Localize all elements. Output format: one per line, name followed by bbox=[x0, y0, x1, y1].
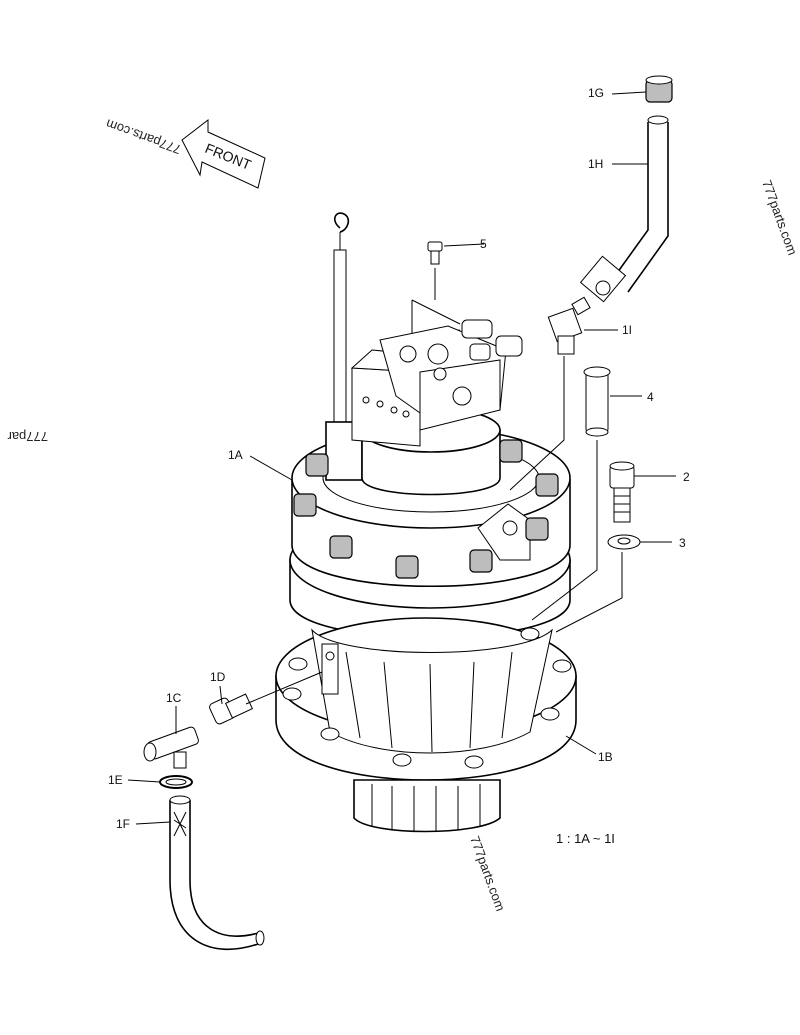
part-1F-hose bbox=[169, 795, 265, 951]
watermark-left-edge: 777par bbox=[7, 429, 48, 444]
callout-5: 5 bbox=[480, 237, 487, 251]
part-1I-elbow bbox=[547, 296, 591, 355]
callout-3: 3 bbox=[679, 536, 686, 550]
part-1A-swing-motor bbox=[289, 407, 571, 639]
part-1D-plug bbox=[209, 693, 254, 725]
callout-4: 4 bbox=[647, 390, 654, 404]
valve-block bbox=[350, 319, 523, 447]
leader-lines bbox=[127, 91, 676, 825]
part-1G-cap bbox=[645, 75, 673, 103]
part-3-washer bbox=[607, 534, 641, 550]
front-arrow: FRONT bbox=[181, 118, 266, 189]
callout-1G: 1G bbox=[588, 86, 604, 100]
part-4-pin bbox=[583, 366, 611, 437]
part-1E-clamp bbox=[159, 775, 193, 789]
watermark-right: 777parts.com bbox=[759, 178, 800, 257]
part-2-bolt bbox=[609, 461, 635, 523]
callout-1H: 1H bbox=[588, 157, 603, 171]
callout-labels: 1G 1H 1I 4 2 3 5 1A 1B 1D 1C 1E 1F bbox=[108, 86, 690, 831]
part-1C-tee bbox=[143, 726, 199, 769]
callout-1E: 1E bbox=[108, 773, 123, 787]
flange-bolt-heads bbox=[293, 439, 559, 579]
callout-1A: 1A bbox=[228, 448, 243, 462]
watermark-bottom: 777parts.com bbox=[467, 834, 508, 913]
watermark-top-left: 777parts.com bbox=[104, 116, 183, 157]
callout-2: 2 bbox=[683, 470, 690, 484]
callout-1B: 1B bbox=[598, 750, 613, 764]
callout-1I: 1I bbox=[622, 323, 632, 337]
assembly-note: 1 : 1A ~ 1I bbox=[556, 831, 615, 846]
part-1H-tube bbox=[579, 115, 669, 303]
callout-1F: 1F bbox=[116, 817, 130, 831]
callout-1D: 1D bbox=[210, 670, 226, 684]
part-5-bolt bbox=[427, 241, 443, 265]
dipstick bbox=[333, 212, 350, 441]
leader-5-top bbox=[411, 299, 461, 325]
callout-1C: 1C bbox=[166, 691, 182, 705]
part-1B-reduction-gear bbox=[275, 617, 577, 833]
